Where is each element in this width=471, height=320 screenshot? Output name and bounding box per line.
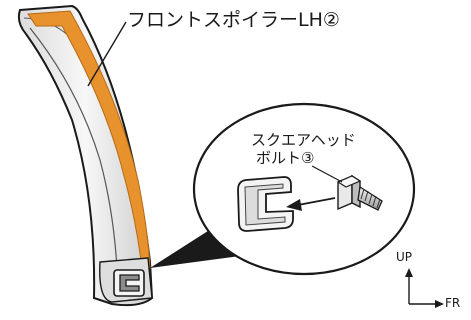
bracket-detail-inner	[244, 183, 286, 226]
bolt-label-line1: スクエアヘッド	[251, 131, 356, 149]
bolt-label-line2: ボルト③	[256, 149, 315, 167]
magnifier-circle	[192, 102, 416, 276]
front-spoiler-lh	[17, 4, 154, 307]
spoiler-outer-shell	[17, 4, 154, 307]
orientation-axes	[405, 268, 444, 308]
up-axis-label: UP	[396, 250, 413, 264]
c-shaped-bracket-icon	[113, 269, 145, 297]
square-head-bolt-icon	[336, 174, 383, 211]
fr-axis-label: FR	[445, 296, 461, 310]
spoiler-label: フロントスポイラーLH②	[127, 9, 340, 31]
spoiler-inner-edge	[29, 27, 119, 291]
insertion-arrow-icon	[286, 197, 336, 211]
spoiler-leader-line	[87, 21, 127, 87]
bolt-leader-line	[311, 165, 343, 183]
bracket-detail	[237, 176, 294, 232]
